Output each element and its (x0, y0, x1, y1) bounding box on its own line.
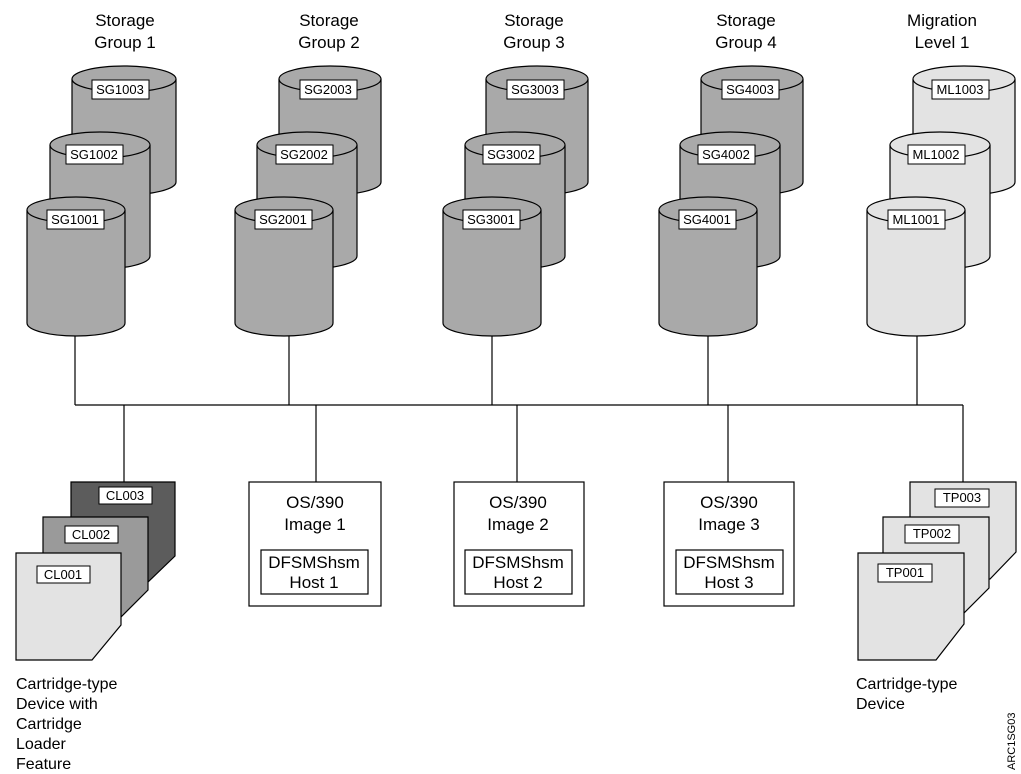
image-title-line1: OS/390 (700, 493, 758, 512)
dfsmshsm-host-1: DFSMShsm Host 1 (260, 549, 369, 595)
storage-group-1-title-line1: Storage (95, 11, 155, 30)
dasd-volume: SG4001 (658, 196, 758, 337)
host-name-line2: Host 2 (493, 573, 542, 592)
storage-group-1-header: Storage Group 1 (94, 11, 155, 52)
figure-id: ARC1SG03 (1006, 713, 1018, 770)
storage-group-3-title-line1: Storage (504, 11, 564, 30)
caption-line: Device with (16, 696, 98, 713)
host-name-line2: Host 1 (289, 573, 338, 592)
volume-label: SG1001 (51, 212, 99, 227)
caption-line: Cartridge-type (856, 676, 957, 693)
cartridge-label: TP002 (913, 526, 951, 541)
caption-line: Loader (16, 736, 66, 753)
volume-label: SG2002 (280, 147, 328, 162)
volume-label: SG1003 (96, 82, 144, 97)
storage-group-3-header: Storage Group 3 (503, 11, 564, 52)
storage-group-4-title-line2: Group 4 (715, 33, 776, 52)
migration-level-1-header: Migration Level 1 (907, 11, 977, 52)
storage-group-3-volumes: SG3003 SG3002 SG3001 (442, 65, 589, 337)
storage-group-4-header: Storage Group 4 (715, 11, 776, 52)
storage-group-4-volumes: SG4003 SG4002 SG4001 (658, 65, 804, 337)
os390-image-2: OS/390 Image 2 DFSMShsm Host 2 (453, 481, 585, 607)
image-title-line2: Image 1 (284, 515, 345, 534)
storage-group-3-title-line2: Group 3 (503, 33, 564, 52)
host-name-line1: DFSMShsm (683, 553, 775, 572)
dfsmshsm-host-3: DFSMShsm Host 3 (675, 549, 784, 595)
migration-level-title-line2: Level 1 (915, 33, 970, 52)
volume-label: SG4001 (683, 212, 731, 227)
volume-label: ML1003 (937, 82, 984, 97)
image-title-line1: OS/390 (286, 493, 344, 512)
volume-label: SG3003 (511, 82, 559, 97)
os390-image-1: OS/390 Image 1 DFSMShsm Host 1 (248, 481, 382, 607)
dfsmshsm-host-2: DFSMShsm Host 2 (464, 549, 573, 595)
volume-label: ML1001 (893, 212, 940, 227)
dasd-volume: SG2001 (234, 196, 334, 337)
image-title-line2: Image 2 (487, 515, 548, 534)
dasd-volume: ML1001 (866, 196, 966, 337)
volume-label: SG2001 (259, 212, 307, 227)
image-title-line1: OS/390 (489, 493, 547, 512)
cartridge-label: TP003 (943, 490, 981, 505)
caption-line: Cartridge (16, 716, 82, 733)
caption-line: Feature (16, 756, 71, 773)
host-name-line1: DFSMShsm (472, 553, 564, 572)
storage-group-4-title-line1: Storage (716, 11, 776, 30)
migration-level-1-volumes: ML1003 ML1002 ML1001 (866, 65, 1016, 337)
volume-label: ML1002 (913, 147, 960, 162)
storage-group-2-volumes: SG2003 SG2002 SG2001 (234, 65, 382, 337)
cartridge-label: CL002 (72, 527, 110, 542)
os390-image-3: OS/390 Image 3 DFSMShsm Host 3 (663, 481, 795, 607)
dasd-volume: SG1001 (26, 196, 126, 337)
cartridge-device: TP003 TP002 TP001 Cartridge-type Device (856, 481, 1017, 713)
migration-level-title-line1: Migration (907, 11, 977, 30)
volume-label: SG3001 (467, 212, 515, 227)
cartridge: TP001 (857, 552, 965, 661)
host-name-line2: Host 3 (704, 573, 753, 592)
volume-label: SG3002 (487, 147, 535, 162)
storage-group-2-title-line2: Group 2 (298, 33, 359, 52)
cartridge-label: CL003 (106, 488, 144, 503)
caption-line: Device (856, 696, 905, 713)
dasd-volume: SG3001 (442, 196, 542, 337)
storage-group-1-title-line2: Group 1 (94, 33, 155, 52)
cartridge-loader-device: CL003 CL002 CL001 Cartridge-type Device … (15, 481, 176, 773)
volume-label: SG1002 (70, 147, 118, 162)
volume-label: SG4003 (726, 82, 774, 97)
cartridge-loader-caption: Cartridge-type Device with Cartridge Loa… (16, 676, 117, 773)
image-title-line2: Image 3 (698, 515, 759, 534)
cartridge-device-caption: Cartridge-type Device (856, 676, 957, 713)
storage-group-2-header: Storage Group 2 (298, 11, 359, 52)
volume-label: SG4002 (702, 147, 750, 162)
volume-label: SG2003 (304, 82, 352, 97)
cartridge-label: TP001 (886, 565, 924, 580)
host-name-line1: DFSMShsm (268, 553, 360, 572)
cartridge: CL001 (15, 552, 122, 661)
cartridge-label: CL001 (44, 567, 82, 582)
caption-line: Cartridge-type (16, 676, 117, 693)
storage-group-1-volumes: SG1003 SG1002 SG1001 (26, 65, 177, 337)
storage-group-2-title-line1: Storage (299, 11, 359, 30)
interconnect-lines (74, 336, 964, 482)
